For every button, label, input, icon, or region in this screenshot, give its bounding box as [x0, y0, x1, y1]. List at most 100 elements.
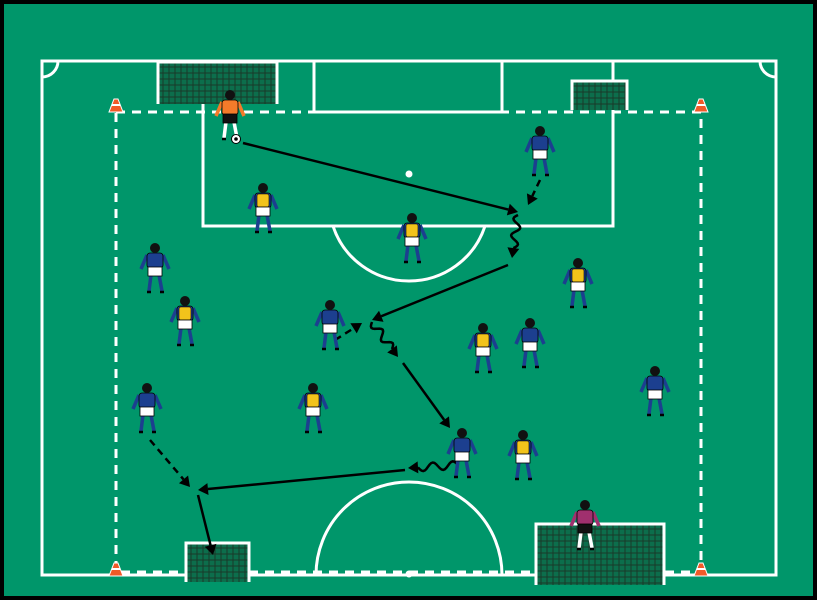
goal-net [536, 524, 664, 585]
arrow-head [507, 247, 520, 258]
net-mesh [536, 524, 664, 585]
player-yellow[interactable] [396, 213, 428, 264]
arms [446, 439, 478, 455]
player-yellow[interactable] [169, 296, 201, 347]
arms [507, 441, 539, 457]
arms [396, 224, 428, 240]
legs [147, 274, 164, 292]
center-circle [314, 480, 504, 576]
head [142, 383, 152, 393]
goal-bottom-left [184, 541, 251, 582]
head [535, 126, 545, 136]
bib [405, 223, 419, 238]
legs [177, 327, 194, 345]
player-blue[interactable] [314, 300, 346, 351]
player-blue[interactable] [514, 318, 546, 369]
head [150, 243, 160, 253]
player-keeper_bottom[interactable] [569, 500, 601, 551]
arms [169, 307, 201, 323]
penalty-arc [331, 225, 487, 283]
drill-zone-dashed [114, 110, 703, 574]
arms [297, 394, 329, 410]
player-blue[interactable] [524, 126, 556, 177]
cone-icon [108, 98, 124, 113]
arms [314, 311, 346, 327]
head [457, 428, 467, 438]
pass-arrow [196, 494, 217, 555]
goal-net [186, 543, 249, 582]
shorts [255, 206, 271, 217]
run-line [149, 439, 185, 481]
arms [467, 334, 499, 350]
arrow-head [178, 475, 190, 487]
cone-icon [693, 562, 709, 577]
dribble-line [417, 459, 459, 473]
ball-icon [231, 134, 241, 144]
pass-line [196, 494, 212, 546]
run-line [531, 179, 542, 197]
arms [139, 254, 171, 270]
head [258, 183, 268, 193]
dribble-arrow [369, 321, 398, 357]
legs [139, 414, 156, 432]
player-blue[interactable] [639, 366, 671, 417]
shirt [453, 437, 471, 454]
shorts [454, 451, 470, 462]
arrow-head [372, 310, 384, 322]
run-arrow [334, 323, 362, 342]
player-yellow[interactable] [507, 430, 539, 481]
arms [247, 194, 279, 210]
head [407, 213, 417, 223]
dribble-arrow [507, 213, 522, 258]
cone-icon [693, 98, 709, 113]
legs [454, 459, 471, 477]
shorts [532, 149, 548, 160]
net-mesh [158, 62, 277, 104]
shirt [321, 309, 339, 326]
pass-line [380, 263, 509, 318]
player-yellow[interactable] [562, 258, 594, 309]
player-yellow[interactable] [297, 383, 329, 434]
shirt [138, 392, 156, 409]
player-keeper_top[interactable] [214, 90, 246, 141]
head [580, 500, 590, 510]
head [180, 296, 190, 306]
player-yellow[interactable] [467, 323, 499, 374]
arms [562, 269, 594, 285]
legs [577, 531, 594, 549]
head [518, 430, 528, 440]
shorts [522, 341, 538, 352]
bib [256, 193, 270, 208]
legs [305, 414, 322, 432]
arms [569, 511, 601, 527]
head [525, 318, 535, 328]
player-blue[interactable] [139, 243, 171, 294]
legs [515, 461, 532, 479]
arrow-head [350, 323, 362, 334]
penalty-spot [405, 170, 413, 178]
legs [532, 157, 549, 175]
dribble-arrow [408, 459, 459, 474]
pass-arrow [242, 141, 518, 216]
legs [647, 397, 664, 415]
head [573, 258, 583, 268]
cone-icon [108, 562, 124, 577]
arms [524, 137, 556, 153]
grass [4, 4, 813, 596]
pass-arrow [372, 263, 509, 322]
shirt [576, 509, 594, 526]
player-blue[interactable] [446, 428, 478, 479]
bib [571, 268, 585, 283]
arms [131, 394, 163, 410]
shorts [647, 389, 663, 400]
shorts [322, 323, 338, 334]
run-arrow [149, 439, 190, 487]
player-blue[interactable] [131, 383, 163, 434]
bib [476, 333, 490, 348]
shorts [515, 453, 531, 464]
pass-arrow [401, 362, 450, 428]
player-yellow[interactable] [247, 183, 279, 234]
shirt [146, 252, 164, 269]
pass-line [401, 362, 446, 421]
